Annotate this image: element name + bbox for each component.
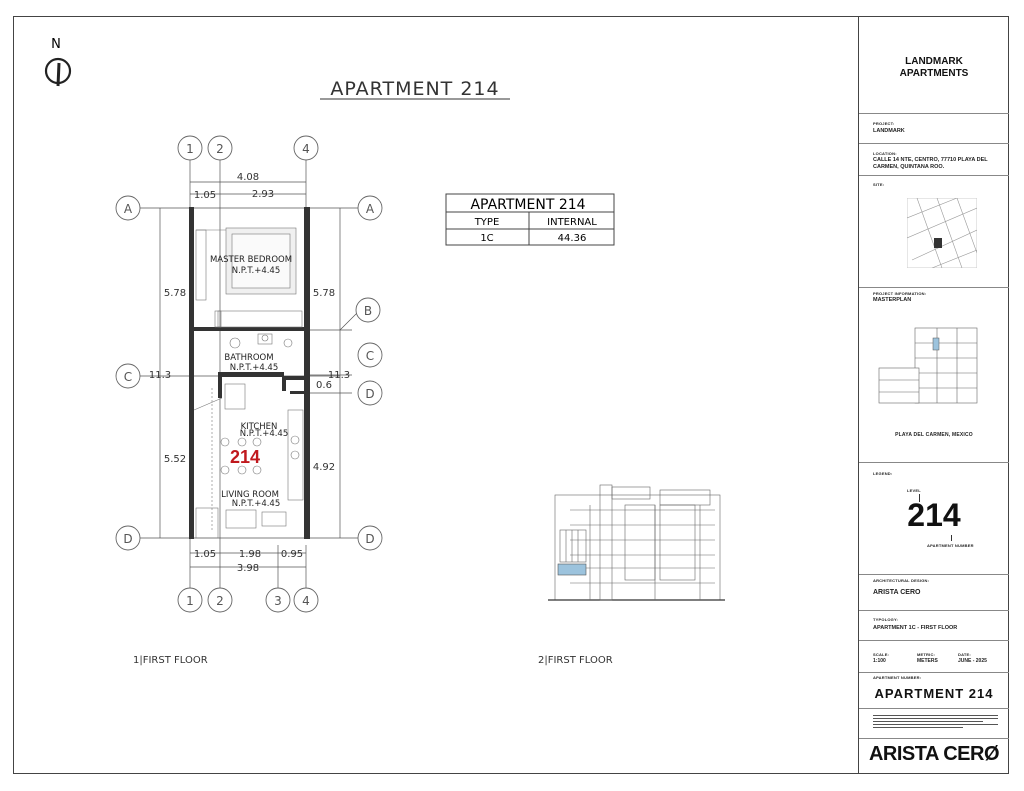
grid-col-4-bottom: 4 — [302, 594, 310, 608]
dim-right-upper: 5.78 — [313, 288, 335, 299]
dim-right-lower: 4.92 — [313, 462, 335, 473]
title-block: LANDMARK APARTMENTS PROJECT: LANDMARK LO… — [858, 16, 1009, 774]
room-kitchen-level: N.P.T.+4.45 — [240, 429, 289, 439]
grid-row-d-right: D — [365, 387, 374, 401]
grid-col-1-bottom: 1 — [186, 594, 194, 608]
grid-row-a-right: A — [366, 202, 375, 216]
room-living-room-level: N.P.T.+4.45 — [232, 499, 281, 509]
dim-top-a: 1.05 — [194, 190, 216, 201]
dim-top-b: 2.93 — [252, 189, 274, 200]
room-bathroom-level: N.P.T.+4.45 — [230, 363, 279, 373]
dim-bot-c: 0.95 — [281, 549, 303, 560]
dim-bot-b: 1.98 — [239, 549, 261, 560]
typology-label: TYPOLOGY: — [873, 617, 899, 622]
masterplan-sketch — [878, 327, 978, 404]
grid-row-d2-right: D — [365, 532, 374, 546]
apartment-number-value: APARTMENT 214 — [874, 686, 994, 701]
room-master-bedroom: MASTER BEDROOM — [210, 255, 292, 265]
grid-row-a-left: A — [124, 202, 133, 216]
location-label: LOCATION: — [873, 151, 897, 156]
grid-col-2-top: 2 — [216, 142, 224, 156]
room-master-bedroom-level: N.P.T.+4.45 — [232, 266, 281, 276]
brand-logo: ARISTA CERØ — [868, 743, 1000, 765]
level-label: LEVEL — [907, 488, 921, 493]
building-elevation — [548, 484, 725, 601]
dim-right-mid: 0.6 — [316, 380, 332, 391]
date-value: JUNE - 2025 — [958, 658, 987, 664]
project-label: PROJECT: — [873, 121, 895, 126]
arch-design-label: ARCHITECTURAL DESIGN: — [873, 578, 930, 583]
plan-walls — [189, 207, 310, 539]
dim-left-upper: 5.78 — [164, 288, 186, 299]
dim-left-lower: 5.52 — [164, 454, 186, 465]
north-arrow-icon: N — [44, 37, 72, 87]
dimension-labels: 4.08 1.05 2.93 5.78 11.3 5.52 5.78 11.3 … — [149, 172, 350, 574]
room-bathroom: BATHROOM — [224, 353, 273, 363]
north-label: N — [51, 37, 61, 52]
grid-col-2-bottom: 2 — [216, 594, 224, 608]
dim-bot-total: 3.98 — [237, 563, 259, 574]
project-info-label: PROJECT INFORMATION: — [873, 291, 927, 296]
plan-furniture — [193, 227, 304, 539]
grid-col-1-top: 1 — [186, 142, 194, 156]
dim-left-total: 11.3 — [149, 370, 171, 381]
grid-row-b-right: B — [364, 304, 372, 318]
room-labels: MASTER BEDROOM N.P.T.+4.45 BATHROOM N.P.… — [210, 255, 292, 509]
table-header-internal: INTERNAL — [547, 217, 597, 228]
view-label-plan: 1|FIRST FLOOR — [133, 655, 208, 666]
drawing-canvas: N APARTMENT 214 APARTMENT 214 TYPE INTER… — [44, 37, 725, 666]
room-living-room: LIVING ROOM — [221, 490, 279, 500]
dim-right-total: 11.3 — [328, 370, 350, 381]
level-number: 214 — [907, 497, 961, 533]
title-block-heading: LANDMARK APARTMENTS — [899, 56, 969, 79]
table-title: APARTMENT 214 — [470, 197, 585, 213]
scale-label: SCALE: — [873, 652, 890, 657]
site-map-icon — [907, 198, 977, 268]
site-label: SITE: — [873, 182, 885, 187]
table-header-type: TYPE — [474, 217, 500, 228]
apartment-number-caption: APARTMENT NUMBER — [927, 543, 974, 548]
unit-area-table: APARTMENT 214 TYPE INTERNAL 1C 44.36 — [445, 193, 615, 246]
grid-row-c-right: C — [366, 349, 374, 363]
apartment-number-label: APARTMENT NUMBER: — [873, 675, 922, 680]
date-label: DATE: — [958, 652, 971, 657]
dim-top-total: 4.08 — [237, 172, 259, 183]
table-cell-type: 1C — [480, 233, 493, 244]
page-title: APARTMENT 214 — [330, 78, 499, 100]
fine-print — [859, 709, 1009, 739]
grid-row-c-left: C — [124, 370, 132, 384]
view-label-elevation: 2|FIRST FLOOR — [538, 655, 613, 666]
scale-value: 1:100 — [873, 658, 886, 664]
table-cell-internal: 44.36 — [558, 233, 587, 244]
project-info-value: MASTERPLAN — [873, 297, 912, 303]
dim-bot-a: 1.05 — [194, 549, 216, 560]
legend-label: LEGEND: — [873, 471, 893, 476]
grid-col-3-bottom: 3 — [274, 594, 282, 608]
grid-col-4-top: 4 — [302, 142, 310, 156]
project-value: LANDMARK — [873, 128, 905, 134]
metric-label: METRIC: — [917, 652, 936, 657]
grid-row-d-left: D — [123, 532, 132, 546]
typology-value: APARTMENT 1C - FIRST FLOOR — [873, 625, 958, 631]
drawing-sheet — [13, 16, 1009, 774]
grid-bubbles — [115, 135, 383, 613]
location-value: CALLE 14 NTE, CENTRO, 77710 PLAYA DEL CA… — [873, 157, 988, 170]
masterplan-caption: PLAYA DEL CARMEN, MEXICO — [895, 432, 973, 438]
arch-design-value: ARISTA CERO — [873, 589, 921, 596]
unit-number-label: 214 — [230, 447, 260, 467]
metric-value: METERS — [917, 658, 938, 664]
room-kitchen: KITCHEN — [241, 422, 278, 432]
